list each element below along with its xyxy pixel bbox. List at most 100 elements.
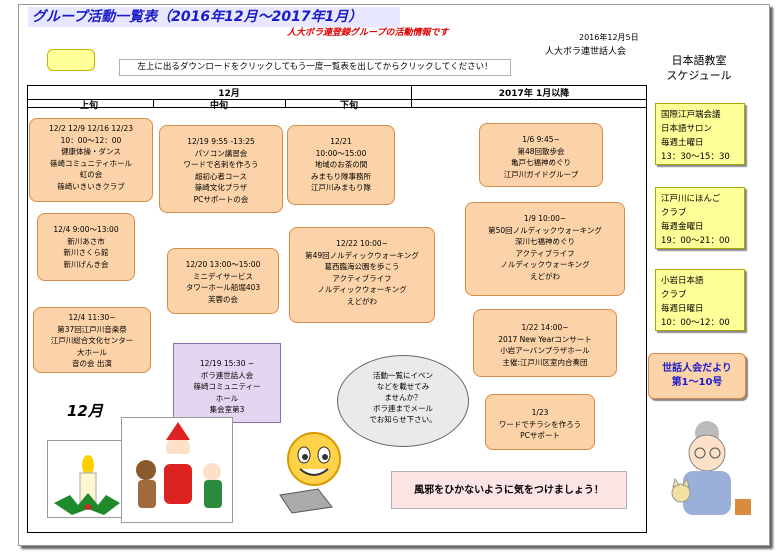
event-line: 篠崎コミュニティー (193, 382, 261, 391)
santa-reindeer-icon (121, 417, 233, 523)
event-line: えどがわ (347, 296, 377, 306)
smiley-laptop-icon (279, 432, 341, 514)
event-line: 新川さくら館 (63, 248, 109, 257)
event-card-walking-club: 1/6 9:45~ 第48回散歩会 亀戸七福神めぐり 江戸川ガイドグループ (479, 123, 603, 187)
class-line: クラブ (661, 290, 687, 300)
event-line: 1/6 9:45~ (522, 135, 560, 144)
event-line: 1/9 10:00~ (523, 214, 567, 223)
period-mid-header: 中旬 (209, 101, 228, 111)
event-line: 葛西臨海公園を歩こう (324, 262, 400, 271)
event-card-pc-class: 12/19 9:55 -13:25 パソコン講習会 ワードで名刺を作ろう 超初心… (159, 125, 283, 213)
event-card-new-year-concert: 1/22 14:00~ 2017 New Yearコンサート 小岩アーバンプラザ… (473, 309, 617, 377)
class-line: 10：00～12：00 (661, 318, 730, 328)
class-line: 日本語サロン (661, 124, 713, 134)
event-line: みまもり隊事務所 (311, 171, 371, 181)
event-line: パソコン講習会 (194, 148, 248, 158)
download-link-box[interactable] (47, 49, 95, 71)
page-title: グループ活動一覧表（2016年12月～2017年1月） (28, 7, 400, 27)
event-line: 新川げんき会 (63, 259, 109, 269)
month-december-header: 12月 (218, 89, 240, 99)
event-line: 大ホール (77, 347, 107, 357)
event-line: 1/23 (531, 408, 549, 417)
newsletter-link[interactable]: 世話人会だより 第1～10号 (648, 353, 746, 399)
grid-header-divider (27, 99, 647, 100)
class-box-koiwa: 小岩日本語 クラブ 毎週日曜日 10：00～12：00 (655, 269, 745, 331)
event-line: 第48回散歩会 (517, 146, 565, 156)
event-card-music-festival: 12/4 11:30~ 第37回江戸川音楽祭 江戸川総合文化センター 大ホール … (33, 307, 151, 373)
event-line: 健康体操・ダンス (61, 147, 121, 156)
grid-col-divider-1 (153, 99, 154, 107)
grid-col-divider-2 (285, 99, 286, 107)
event-line: 虹の会 (79, 170, 103, 179)
organization-name: 人大ボラ連世話人会 (545, 47, 627, 57)
event-line: 超初心者コース (194, 171, 248, 181)
event-line: 江戸川ガイドグループ (503, 169, 579, 179)
event-line: 第49回ノルディックウォーキング (305, 250, 419, 260)
candle-icon (47, 440, 123, 518)
event-card-shinkawa-market: 12/4 9:00～13:00 新川あさ市 新川さくら館 新川げんき会 (37, 213, 135, 281)
event-line: 篠崎文化プラザ (194, 183, 248, 192)
event-line: 12/4 9:00～13:00 (53, 225, 119, 234)
schedule-heading: 日本語教室 スケジュール (659, 53, 739, 83)
class-line: 毎週金曜日 (661, 222, 704, 232)
event-line: PCサポートの会 (193, 194, 249, 204)
health-warning: 風邪をひかないように気をつけましょう！ (391, 471, 627, 509)
event-line: 12/19 15:30 ~ (199, 359, 255, 368)
event-line: 篠崎コミュニティホール (49, 158, 133, 168)
class-line: 13：30～15：30 (661, 152, 730, 162)
invite-cloud: 活動一覧にイベン などを載せてみ ませんか？ ボラ連までメール でお知らせ下さい… (337, 355, 469, 447)
schedule-heading-line1: 日本語教室 (671, 54, 727, 67)
period-late-header: 下旬 (339, 101, 358, 111)
event-line: 12/2 12/9 12/16 12/23 (48, 124, 134, 133)
event-line: 篠崎いきいきクラブ (57, 181, 125, 191)
event-line: 深川七福神めぐり (515, 237, 575, 246)
class-box-edogawa: 江戸川にほんご クラブ 毎週金曜日 19：00～21：00 (655, 187, 745, 249)
class-line: 19：00～21：00 (661, 236, 730, 246)
grid-col-divider-3 (411, 99, 412, 107)
class-line: 小岩日本語 (661, 276, 704, 286)
event-line: 音の会 出演 (72, 359, 112, 368)
event-line: 芙蓉の会 (208, 294, 238, 304)
event-line: 江戸川総合文化センター (50, 336, 134, 345)
event-line: ボラ連世話人会 (200, 370, 254, 380)
event-line: ワードで名刺を作ろう (183, 160, 259, 169)
event-line: タワーホール船堀403 (185, 283, 261, 292)
class-line: 毎週土曜日 (661, 138, 704, 148)
class-line: 国際江戸端会議 (661, 110, 721, 120)
event-line: 亀戸七福神めぐり (511, 158, 571, 167)
class-line: 江戸川にほんご (661, 194, 721, 204)
grid-subheader-divider (27, 107, 647, 108)
event-line: 12/20 13:00～15:00 (185, 260, 261, 269)
month-january-header: 2017年 1月以降 (498, 89, 570, 99)
event-line: PCサポート (520, 431, 560, 440)
event-line: 小岩アーバンプラザホール (500, 346, 590, 355)
cloud-line: 活動一覧にイベン (373, 371, 433, 380)
event-line: ワードでチラシを作ろう (498, 419, 582, 429)
period-early-header: 上旬 (79, 101, 98, 111)
event-card-nordic-walk-50: 1/9 10:00~ 第50回ノルディックウォーキング 深川七福神めぐり アクテ… (465, 202, 625, 296)
event-line: 第37回江戸川音楽祭 (57, 324, 127, 334)
class-box-kokusai: 国際江戸端会議 日本語サロン 毎週土曜日 13：30～15：30 (655, 103, 745, 165)
schedule-grid (27, 85, 647, 533)
event-line: えどがわ (530, 271, 560, 281)
event-line: ノルディックウォーキング (317, 285, 407, 294)
newsletter-line: 第1～10号 (671, 377, 723, 388)
event-line: ホール (215, 393, 239, 403)
cloud-line: でお知らせ下さい。 (369, 415, 437, 424)
cloud-line: ませんか？ (384, 393, 422, 402)
event-line: 2017 New Yearコンサート (498, 334, 592, 344)
event-line: 12/22 10:00~ (336, 239, 388, 248)
class-line: クラブ (661, 208, 687, 218)
page-subtitle: 人大ボラ連登録グループの活動情報です (287, 28, 449, 38)
event-line: 新川あさ市 (67, 236, 105, 246)
instruction-note: 左上に出るダウンロードをクリックしてもう一度一覧表を出してからクリックしてくださ… (119, 59, 511, 76)
event-line: 集会室第3 (209, 405, 245, 414)
event-card-nordic-walk-49: 12/22 10:00~ 第49回ノルディックウォーキング 葛西臨海公園を歩こう… (289, 227, 435, 323)
event-line: 1/22 14:00~ (521, 323, 569, 332)
event-line: ノルディックウォーキング (500, 260, 590, 269)
event-line: アクティブライフ (332, 273, 392, 283)
event-line: 12/21 (330, 137, 352, 146)
issue-date: 2016年12月5日 (579, 33, 639, 42)
activity-sheet: グループ活動一覧表（2016年12月～2017年1月） 人大ボラ連登録グループの… (18, 4, 770, 546)
event-card-community-tea: 12/21 10:00～15:00 地域のお茶の間 みまもり隊事務所 江戸川みま… (287, 125, 395, 205)
